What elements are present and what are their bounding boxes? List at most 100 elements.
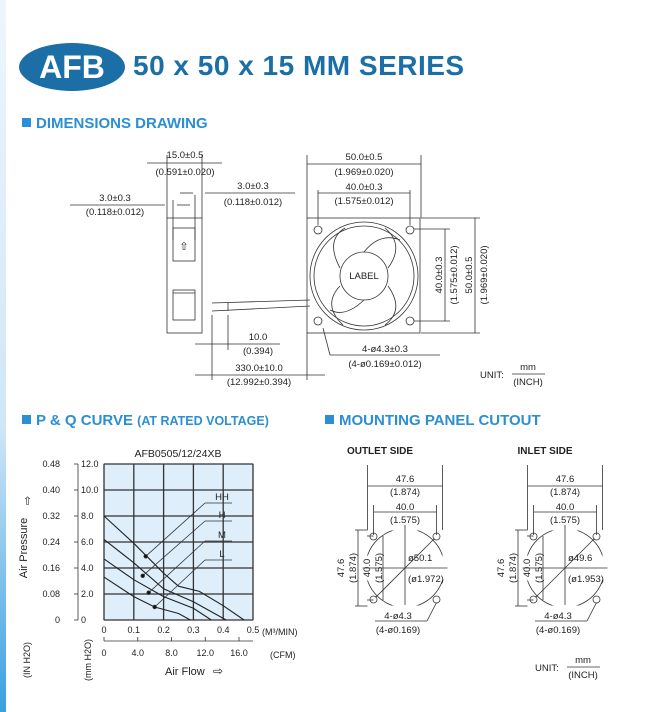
outlet-cutout: OUTLET SIDE 47.6(1.874)40.0(1.575)47.6(1… (336, 446, 448, 636)
holes-dim-in: (4-ø0.169) (536, 625, 580, 636)
y-tick-label: 2.0 (81, 589, 94, 599)
mount-hole (432, 595, 441, 604)
logo-text: AFB (39, 49, 105, 85)
diameter-dim: ø50.1 (408, 553, 432, 564)
curve-label: M (218, 530, 226, 541)
y-tick-label: 10.0 (81, 485, 99, 495)
x2-tick-label: 0 (101, 648, 106, 658)
curve-label: H (219, 510, 226, 521)
hole-span-dim-in: (1.575±0.012) (334, 196, 393, 207)
height-dim-in: (1.874) (508, 553, 519, 583)
depth-dim-in: (0.591±0.020) (155, 167, 214, 178)
x2-tick-label: 16.0 (230, 648, 248, 658)
leader-arrow (142, 520, 206, 577)
curve-H (103, 538, 227, 621)
unit-label: UNIT: (480, 370, 504, 381)
airflow-arrow-icon: ⇧ (179, 241, 188, 253)
flange-right-dim: 3.0±0.3 (237, 181, 269, 192)
lead-dim-in: (12.992±0.394) (227, 377, 291, 388)
height-dim: 47.6 (496, 559, 507, 578)
y2-unit: (IN H2O) (22, 642, 32, 678)
edge-decoration (0, 0, 6, 712)
curve-M (103, 558, 212, 621)
right-arrow-icon: ⇨ (213, 664, 223, 678)
arrow-head-icon (140, 573, 145, 578)
unit-mm: mm (575, 655, 591, 666)
inlet-title: INLET SIDE (517, 446, 572, 457)
section-title: DIMENSIONS DRAWING (36, 115, 208, 132)
span-dim-in: (1.575) (390, 515, 420, 526)
v-span-dim-in: (1.575) (374, 553, 385, 583)
holes-dim: 4-ø4.3 (384, 611, 411, 622)
height-dim-in: (1.874) (348, 553, 359, 583)
y2-tick-label: 0.24 (42, 537, 60, 547)
outlet-title: OUTLET SIDE (347, 446, 413, 457)
section-cutout: MOUNTING PANEL CUTOUT (325, 412, 541, 429)
unit-label: UNIT: (535, 663, 559, 674)
x-tick-label: 0.2 (157, 625, 170, 635)
width-dim: 50.0±0.5 (346, 152, 383, 163)
y-unit: (mm H2O) (83, 639, 93, 681)
leader-arrow (154, 559, 206, 608)
v-span-dim-in: (1.575) (534, 553, 545, 583)
y2-tick-label: 0.48 (42, 459, 60, 469)
width-dim-in: (1.969±0.020) (334, 167, 393, 178)
curve-label: L (219, 549, 224, 560)
section-title: P & Q CURVE (36, 412, 133, 429)
curve-label: HH (215, 492, 229, 503)
arrow-head-icon (143, 554, 148, 559)
arrow-head-icon (152, 604, 157, 610)
y-tick-label: 8.0 (81, 511, 94, 521)
y2-tick-label: 0.40 (42, 485, 60, 495)
holes-dim: 4-ø4.3±0.3 (362, 344, 408, 355)
y-tick-label: 0 (81, 615, 86, 625)
y2-tick-label: 0 (55, 615, 60, 625)
inlet-cutout: INLET SIDE 47.6(1.874)40.0(1.575)47.6(1.… (496, 446, 608, 636)
y-tick-label: 12.0 (81, 459, 99, 469)
page-title: 50 x 50 x 15 MM SERIES (133, 50, 465, 81)
height-dim-in: (1.969±0.020) (479, 245, 490, 304)
x-tick-label: 0 (101, 625, 106, 635)
height-dim: 47.6 (336, 559, 347, 578)
width-dim: 47.6 (556, 474, 575, 485)
v-span-dim: 40.0 (362, 559, 373, 578)
unit-mm: mm (520, 362, 536, 373)
v-span-dim: 40.0 (522, 559, 533, 578)
section-dimensions: DIMENSIONS DRAWING (22, 115, 208, 132)
flange-left-dim-in: (0.118±0.012) (86, 207, 144, 218)
chart-title: AFB0505/12/24XB (135, 448, 222, 460)
strip-dim-in: (0.394) (243, 346, 273, 357)
span-dim: 40.0 (396, 502, 415, 513)
depth-dim: 15.0±0.5 (167, 150, 204, 161)
holes-dim: 4-ø4.3 (544, 611, 571, 622)
x-unit: (M³/MIN) (262, 627, 298, 637)
x-axis-label: Air Flow (165, 666, 205, 678)
unit-inch: (INCH) (568, 670, 598, 681)
x-tick-label: 0.5 (247, 625, 260, 635)
holes-dim-in: (4-ø0.169±0.012) (348, 359, 421, 370)
height-dim: 50.0±0.5 (464, 257, 475, 294)
y2-tick-label: 0.08 (42, 589, 60, 599)
holes-dim-in: (4-ø0.169) (376, 625, 420, 636)
y-tick-label: 6.0 (81, 537, 94, 547)
x2-tick-label: 4.0 (131, 648, 144, 658)
width-dim-in: (1.874) (390, 487, 420, 498)
span-dim-in: (1.575) (550, 515, 580, 526)
up-arrow-icon: ⇨ (22, 496, 34, 505)
section-note: (AT RATED VOLTAGE) (137, 414, 269, 428)
diameter-dim-in: (ø1.953) (568, 574, 604, 585)
y2-tick-label: 0.16 (42, 563, 60, 573)
x2-tick-label: 8.0 (165, 648, 178, 658)
diameter-dim: ø49.6 (568, 553, 592, 564)
curve-HH (103, 515, 245, 621)
x2-unit: (CFM) (270, 650, 296, 660)
strip-dim: 10.0 (249, 332, 268, 343)
flange-left-dim: 3.0±0.3 (99, 193, 131, 204)
section-pq: P & Q CURVE (AT RATED VOLTAGE) (22, 412, 269, 429)
afb-logo: AFB (19, 43, 125, 91)
y-axis-label: Air Pressure (18, 518, 30, 579)
flange-right-dim-in: (0.118±0.012) (224, 197, 282, 208)
y2-tick-label: 0.32 (42, 511, 60, 521)
